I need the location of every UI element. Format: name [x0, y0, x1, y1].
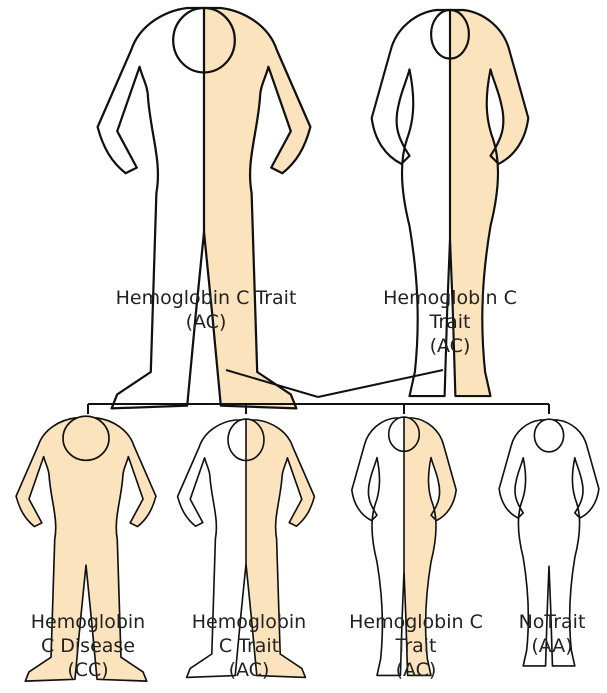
child-3-label-line-1: Hemoglobin C	[330, 610, 502, 634]
child-1-label-line-3: (CC)	[6, 658, 170, 682]
child-3-label-line-3: (AC)	[330, 658, 502, 682]
father-label-line-1: Hemoglobin C Trait	[74, 286, 338, 310]
child-1-label-line-1: Hemoglobin	[6, 610, 170, 634]
child-2-label-line-1: Hemoglobin	[170, 610, 328, 634]
child-2-label: Hemoglobin C Trait (AC)	[170, 610, 328, 682]
father-figure	[98, 8, 311, 408]
mother-label: Hemoglobin C Trait (AC)	[350, 286, 550, 358]
child-1-label: Hemoglobin C Disease (CC)	[6, 610, 170, 682]
child-3-label-line-2: Trait	[330, 634, 502, 658]
child-2-label-line-2: C Trait	[170, 634, 328, 658]
child-4-label-line-2: (AA)	[500, 634, 604, 658]
child-2-label-line-3: (AC)	[170, 658, 328, 682]
child-4-label: NoTrait (AA)	[500, 610, 604, 658]
child-1-label-line-2: C Disease	[6, 634, 170, 658]
mother-label-line-3: (AC)	[350, 334, 550, 358]
child-4-label-line-1: NoTrait	[500, 610, 604, 634]
mother-label-line-2: Trait	[350, 310, 550, 334]
father-label-line-2: (AC)	[74, 310, 338, 334]
child-3-label: Hemoglobin C Trait (AC)	[330, 610, 502, 682]
mother-label-line-1: Hemoglobin C	[350, 286, 550, 310]
father-label: Hemoglobin C Trait (AC)	[74, 286, 338, 334]
